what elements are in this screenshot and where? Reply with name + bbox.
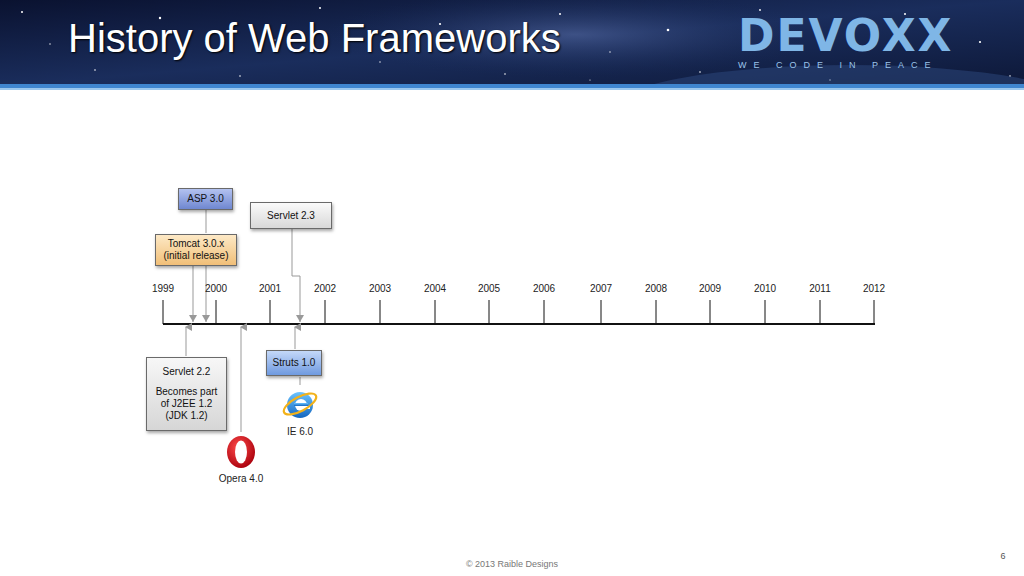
year-label: 2010 xyxy=(754,283,776,294)
year-label: 2009 xyxy=(699,283,721,294)
release-box: ASP 3.0 xyxy=(178,188,233,210)
page-number: 6 xyxy=(1000,551,1005,561)
box-heading: Servlet 2.3 xyxy=(267,210,315,222)
year-label: 2005 xyxy=(478,283,500,294)
year-label: 2002 xyxy=(314,283,336,294)
year-label: 2006 xyxy=(533,283,555,294)
box-heading: ASP 3.0 xyxy=(187,193,224,205)
box-heading: Servlet 2.2 xyxy=(163,366,211,378)
logo-text: DEVOXX xyxy=(738,10,954,61)
release-box: Servlet 2.3 xyxy=(250,202,332,229)
year-label: 2007 xyxy=(590,283,612,294)
release-box: Tomcat 3.0.x (initial release) xyxy=(155,234,237,266)
year-label: 2011 xyxy=(809,283,831,294)
year-label: 2003 xyxy=(369,283,391,294)
copyright-note: © 2013 Raible Designs xyxy=(466,559,558,569)
box-note: Becomes part of J2EE 1.2 (JDK 1.2) xyxy=(151,386,222,422)
slide-title: History of Web Frameworks xyxy=(68,16,561,61)
year-label: 2000 xyxy=(205,283,227,294)
year-label: 2012 xyxy=(863,283,885,294)
logo-motto: WE CODE IN PEACE xyxy=(738,60,938,70)
browser-label: Opera 4.0 xyxy=(219,473,263,484)
year-label: 2004 xyxy=(424,283,446,294)
box-heading: Struts 1.0 xyxy=(273,357,316,369)
year-label: 1999 xyxy=(152,283,174,294)
year-label: 2001 xyxy=(259,283,281,294)
year-label: 2008 xyxy=(645,283,667,294)
release-box: Struts 1.0 xyxy=(266,350,322,376)
box-heading: Tomcat 3.0.x (initial release) xyxy=(160,238,232,262)
release-box: Servlet 2.2Becomes part of J2EE 1.2 (JDK… xyxy=(146,357,227,431)
browser-label: IE 6.0 xyxy=(287,426,313,437)
